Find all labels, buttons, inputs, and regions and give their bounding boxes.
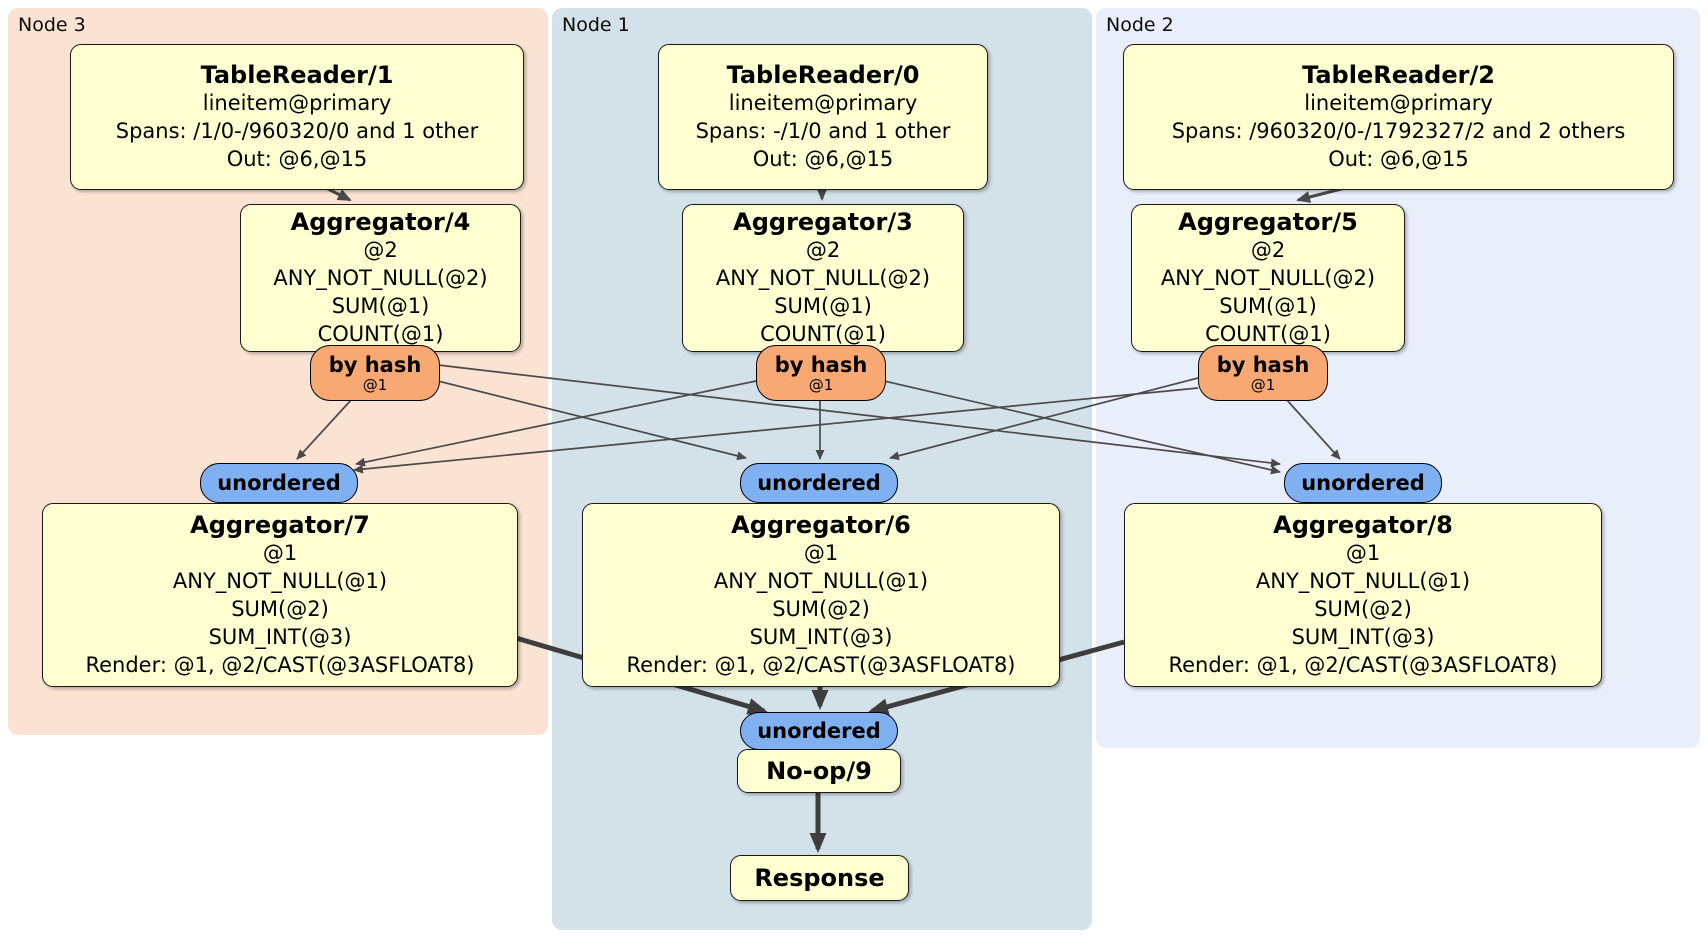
- processor-aggregator-7: Aggregator/7 @1 ANY_NOT_NULL(@1) SUM(@2)…: [42, 503, 518, 687]
- edge-tr2-agg5: [1296, 186, 1346, 203]
- processor-title: No-op/9: [766, 757, 872, 785]
- processor-title: Aggregator/6: [731, 511, 911, 539]
- processor-aggregator-6: Aggregator/6 @1 ANY_NOT_NULL(@1) SUM(@2)…: [582, 503, 1060, 687]
- processor-detail: lineitem@primary: [728, 91, 918, 115]
- router-label: by hash: [774, 353, 868, 377]
- edge-byhash3-unordered3: [296, 398, 353, 460]
- edge-byhash1-unordered3: [355, 380, 757, 467]
- sync-label: unordered: [757, 471, 881, 495]
- processor-detail: ANY_NOT_NULL(@1): [713, 569, 929, 593]
- processor-detail: COUNT(@1): [760, 322, 886, 346]
- processor-detail: ANY_NOT_NULL(@1): [172, 569, 388, 593]
- router-label: by hash: [328, 353, 422, 377]
- router-detail: @1: [1250, 376, 1276, 394]
- processor-detail: SUM(@1): [1219, 294, 1317, 318]
- router-by-hash-node1: by hash @1: [756, 345, 886, 401]
- processor-title: Aggregator/4: [290, 208, 471, 236]
- edge-tr1-agg4: [325, 186, 352, 202]
- router-by-hash-node2: by hash @1: [1198, 345, 1328, 401]
- processor-tablereader-0: TableReader/0 lineitem@primary Spans: -/…: [658, 44, 988, 190]
- cluster-node1-label: Node 1: [562, 14, 630, 36]
- processor-detail: SUM(@1): [774, 294, 872, 318]
- processor-detail: Out: @6,@15: [1328, 147, 1469, 171]
- processor-detail: ANY_NOT_NULL(@2): [1160, 266, 1376, 290]
- sync-label: unordered: [217, 471, 341, 495]
- processor-detail: @2: [1250, 238, 1286, 262]
- processor-detail: SUM(@2): [772, 597, 870, 621]
- cluster-node2-label: Node 2: [1106, 14, 1174, 36]
- processor-aggregator-4: Aggregator/4 @2 ANY_NOT_NULL(@2) SUM(@1)…: [240, 204, 521, 352]
- processor-title: Aggregator/3: [733, 208, 913, 236]
- router-detail: @1: [362, 376, 388, 394]
- processor-detail: @1: [262, 541, 298, 565]
- processor-detail: SUM(@1): [331, 294, 430, 318]
- processor-detail: SUM_INT(@3): [1291, 625, 1435, 649]
- sync-unordered-final: unordered: [740, 712, 898, 750]
- edge-byhash2-unordered3: [353, 387, 1199, 474]
- edge-byhash2-unordered2: [1285, 398, 1341, 460]
- processor-aggregator-3: Aggregator/3 @2 ANY_NOT_NULL(@2) SUM(@1)…: [682, 204, 964, 352]
- processor-title: TableReader/2: [1302, 61, 1495, 89]
- processor-detail: Render: @1, @2/CAST(@3ASFLOAT8): [85, 653, 475, 677]
- processor-detail: Spans: /1/0-/960320/0 and 1 other: [115, 119, 479, 143]
- router-label: by hash: [1216, 353, 1310, 377]
- processor-detail: lineitem@primary: [202, 91, 392, 115]
- processor-detail: Render: @1, @2/CAST(@3ASFLOAT8): [1168, 653, 1558, 677]
- processor-response: Response: [730, 855, 909, 901]
- processor-aggregator-5: Aggregator/5 @2 ANY_NOT_NULL(@2) SUM(@1)…: [1131, 204, 1405, 352]
- processor-detail: lineitem@primary: [1304, 91, 1493, 115]
- processor-detail: SUM_INT(@3): [749, 625, 893, 649]
- processor-noop-9: No-op/9: [737, 749, 901, 793]
- processor-title: Aggregator/7: [190, 511, 370, 539]
- sync-unordered-node3: unordered: [200, 463, 358, 503]
- processor-title: Response: [754, 864, 885, 892]
- processor-detail: @1: [803, 541, 839, 565]
- router-detail: @1: [808, 376, 834, 394]
- processor-tablereader-2: TableReader/2 lineitem@primary Spans: /9…: [1123, 44, 1674, 190]
- edge-byhash2-unordered1: [889, 377, 1199, 461]
- sync-label: unordered: [1301, 471, 1425, 495]
- sync-unordered-node2: unordered: [1284, 463, 1442, 503]
- edge-byhash1-unordered2: [883, 380, 1281, 475]
- processor-title: TableReader/1: [200, 61, 394, 89]
- processor-detail: ANY_NOT_NULL(@2): [715, 266, 931, 290]
- sync-unordered-node1: unordered: [740, 463, 898, 503]
- processor-detail: Spans: /960320/0-/1792327/2 and 2 others: [1171, 119, 1626, 143]
- processor-detail: Out: @6,@15: [752, 147, 894, 171]
- processor-detail: @1: [1345, 541, 1381, 565]
- cluster-node3-label: Node 3: [18, 14, 86, 36]
- processor-detail: Spans: -/1/0 and 1 other: [695, 119, 951, 143]
- processor-detail: @2: [805, 238, 841, 262]
- processor-detail: COUNT(@1): [1205, 322, 1331, 346]
- processor-title: TableReader/0: [726, 61, 920, 89]
- processor-detail: ANY_NOT_NULL(@2): [273, 266, 488, 290]
- processor-detail: Out: @6,@15: [226, 147, 368, 171]
- processor-detail: Render: @1, @2/CAST(@3ASFLOAT8): [626, 653, 1016, 677]
- processor-tablereader-1: TableReader/1 lineitem@primary Spans: /1…: [70, 44, 524, 190]
- processor-title: Aggregator/8: [1273, 511, 1453, 539]
- processor-detail: SUM(@2): [1314, 597, 1412, 621]
- processor-detail: SUM_INT(@3): [208, 625, 352, 649]
- router-by-hash-node3: by hash @1: [310, 345, 440, 401]
- processor-detail: SUM(@2): [231, 597, 329, 621]
- processor-detail: @2: [363, 238, 398, 262]
- processor-detail: ANY_NOT_NULL(@1): [1255, 569, 1471, 593]
- processor-aggregator-8: Aggregator/8 @1 ANY_NOT_NULL(@1) SUM(@2)…: [1124, 503, 1602, 687]
- processor-title: Aggregator/5: [1178, 208, 1358, 236]
- sync-label: unordered: [757, 719, 881, 743]
- processor-detail: COUNT(@1): [317, 322, 444, 346]
- edge-byhash3-unordered2: [437, 364, 1281, 468]
- edge-byhash3-unordered1: [437, 380, 747, 461]
